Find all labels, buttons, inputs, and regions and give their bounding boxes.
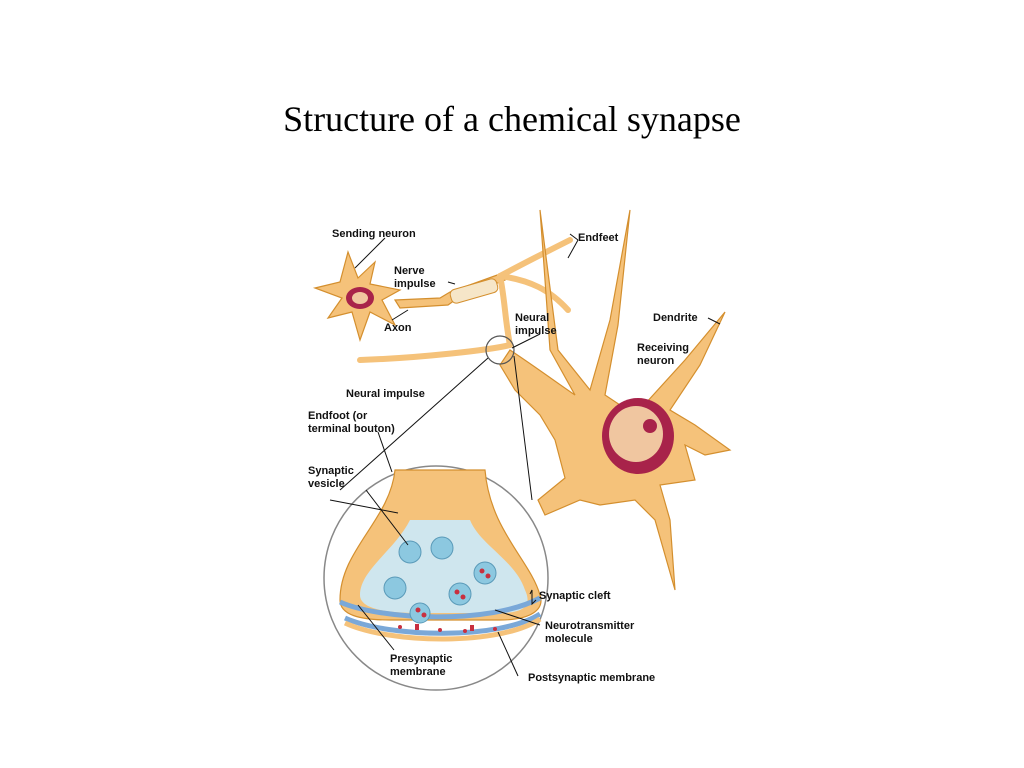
label-synaptic-cleft: Synaptic cleft — [539, 590, 611, 602]
receiving-neuron — [499, 209, 732, 591]
label-nerve-impulse: Nerve impulse — [394, 265, 436, 290]
label-endfeet: Endfeet — [578, 232, 619, 244]
label-neural-impulse-top-line1: Neural — [515, 312, 549, 324]
axon — [357, 237, 573, 363]
label-endfoot-line2: terminal bouton) — [308, 423, 395, 435]
label-presynaptic-line1: Presynaptic — [390, 653, 452, 665]
label-endfoot: Endfoot (or terminal bouton) — [308, 410, 395, 435]
label-neural-impulse-top-line2: impulse — [515, 325, 557, 337]
label-receiving-neuron-line2: neuron — [637, 355, 675, 367]
label-neurotransmitter-line1: Neurotransmitter — [545, 620, 635, 632]
label-synaptic-vesicle: Synaptic vesicle — [308, 465, 357, 490]
label-nerve-impulse-line1: Nerve — [394, 265, 425, 277]
label-presynaptic-membrane: Presynaptic membrane — [390, 653, 455, 678]
label-neurotransmitter-molecule: Neurotransmitter molecule — [545, 620, 637, 645]
label-sending-neuron: Sending neuron — [332, 228, 416, 240]
label-postsynaptic-membrane: Postsynaptic membrane — [528, 672, 655, 684]
synapse-magnified — [323, 465, 549, 691]
slide-title: Structure of a chemical synapse — [283, 99, 741, 139]
label-synaptic-vesicle-line2: vesicle — [308, 478, 345, 490]
label-neural-impulse-top: Neural impulse — [515, 312, 557, 337]
label-endfoot-line1: Endfoot (or — [308, 410, 368, 422]
magnify-marker — [485, 335, 515, 365]
label-presynaptic-line2: membrane — [390, 666, 446, 678]
label-nerve-impulse-line2: impulse — [394, 278, 436, 290]
label-neurotransmitter-line2: molecule — [545, 633, 593, 645]
label-axon: Axon — [384, 322, 412, 334]
synapse-diagram: Sending neuron Axon Endfeet Dendrite Neu… — [308, 209, 732, 691]
sending-neuron — [312, 250, 402, 342]
label-receiving-neuron: Receiving neuron — [637, 342, 692, 367]
label-dendrite: Dendrite — [653, 312, 698, 324]
label-receiving-neuron-line1: Receiving — [637, 342, 689, 354]
label-synaptic-vesicle-line1: Synaptic — [308, 465, 354, 477]
label-neural-impulse-left: Neural impulse — [346, 388, 425, 400]
